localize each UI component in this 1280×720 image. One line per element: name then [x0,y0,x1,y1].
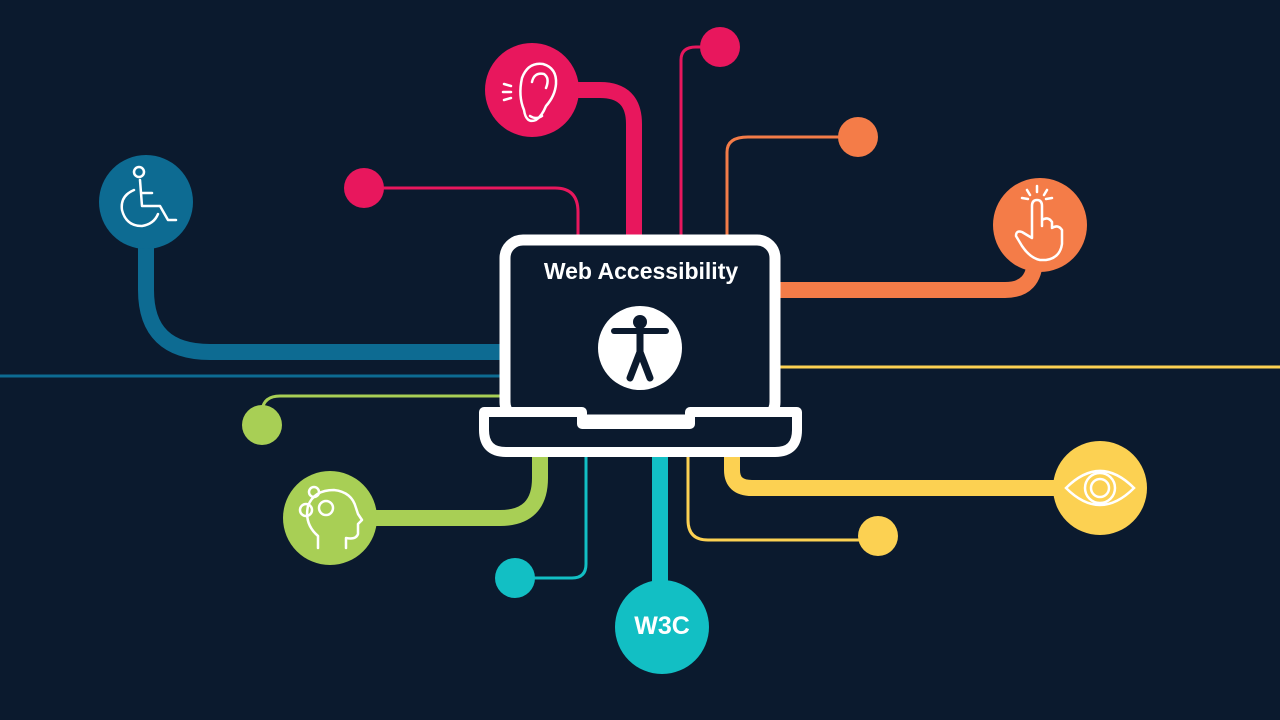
dot-yellow [858,516,898,556]
standards-node [615,580,709,674]
connector-line-orange-thin [725,135,858,240]
head-gears-icon [298,485,364,550]
universal-access-icon [598,306,682,390]
dot-pink-top [700,27,740,67]
pointing-hand-icon [1014,184,1064,262]
connector-line-mobility [138,200,505,360]
connector-line-teal-thin [515,455,588,580]
dot-green [242,405,282,445]
connector-line-motor [775,257,1043,298]
cognitive-node [283,471,377,565]
ear-icon [501,62,558,123]
connector-line-green-thin [260,394,505,420]
dot-pink-left [344,168,384,208]
connector-line-vision [724,450,1100,496]
connector-line-cognitive [330,450,548,526]
hearing-node [485,43,579,137]
diagram-title: Web Accessibility [543,258,739,284]
dot-orange [838,117,878,157]
connector-line-yellow-thin [686,455,878,542]
dot-teal [495,558,535,598]
connector-line-pink-left [364,186,580,240]
connector-line-hearing [532,82,642,240]
mobility-node [99,155,193,249]
connector-line-pink-top [679,45,720,240]
w3c-label: W3C [634,612,690,640]
wheelchair-icon [120,165,178,228]
motor-interaction-node [993,178,1087,272]
vision-node [1053,441,1147,535]
eye-icon [1064,469,1136,507]
